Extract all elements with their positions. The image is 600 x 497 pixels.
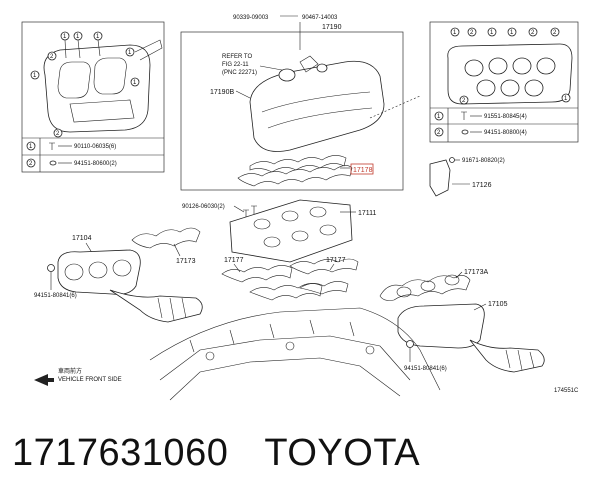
center-inset-frame bbox=[180, 31, 404, 191]
engine-block bbox=[149, 307, 441, 401]
label-17173: 17173 bbox=[176, 258, 196, 265]
label-90126: 90126-06030(2) bbox=[182, 204, 225, 210]
bracket-drawing bbox=[429, 159, 451, 197]
highlight-box-17178 bbox=[350, 163, 374, 175]
center-inset: 90339-09003 90467-14003 17190 REFER TO F… bbox=[180, 15, 421, 191]
svg-text:2: 2 bbox=[50, 54, 54, 60]
gasket-17173A-drawing bbox=[379, 275, 471, 301]
label-91671: 91671-80820(2) bbox=[462, 158, 505, 164]
svg-text:2: 2 bbox=[553, 30, 557, 36]
manifold-17111: 90126-06030(2) 17111 17177 17177 bbox=[182, 199, 377, 301]
svg-text:1: 1 bbox=[76, 34, 80, 40]
left-table-row2-part: 94151-80600(2) bbox=[74, 161, 117, 167]
label-17111: 17111 bbox=[358, 210, 377, 217]
svg-text:2: 2 bbox=[470, 30, 474, 36]
svg-text:1: 1 bbox=[453, 30, 457, 36]
svg-text:1: 1 bbox=[510, 30, 514, 36]
refer-line-2: FIG 22-11 bbox=[222, 62, 249, 68]
label-94151-right: 94151-80841(6) bbox=[404, 366, 447, 372]
exhaust-left-flange bbox=[57, 249, 141, 295]
left-inset: 1 1 1 1 1 2 2 1 1 2 90110-06035(6) 94151… bbox=[21, 21, 165, 173]
plenum-drawing bbox=[249, 60, 385, 152]
label-17190B: 17190B bbox=[210, 89, 234, 96]
right-inset: 1 2 1 1 2 2 2 1 1 2 91551-80845(4) 94151… bbox=[429, 21, 579, 143]
left-table-row1-num: 1 bbox=[29, 144, 33, 150]
refer-line-1: REFER TO bbox=[222, 54, 252, 60]
vehicle-front-indicator: 車両前方 VEHICLE FRONT SIDE bbox=[34, 367, 122, 386]
svg-text:2: 2 bbox=[531, 30, 535, 36]
svg-text:2: 2 bbox=[462, 98, 466, 104]
right-table-row1-num: 1 bbox=[437, 114, 441, 120]
parts-diagram: 1 1 1 1 1 2 2 1 1 2 90110-06035(6) 94151… bbox=[21, 15, 579, 401]
svg-text:1: 1 bbox=[490, 30, 494, 36]
label-17173A: 17173A bbox=[464, 269, 488, 276]
figure-number: 174551C bbox=[554, 388, 579, 394]
label-17178: 17178 bbox=[353, 167, 373, 174]
refer-line-3: (PNC 22271) bbox=[222, 70, 257, 76]
svg-text:1: 1 bbox=[63, 34, 67, 40]
label-17126: 17126 bbox=[472, 182, 492, 189]
exhaust-left-converter bbox=[109, 289, 203, 323]
svg-text:1: 1 bbox=[128, 50, 132, 56]
label-17105: 17105 bbox=[488, 301, 508, 308]
right-inset-frame bbox=[429, 21, 579, 143]
label-94151-left: 94151-80841(6) bbox=[34, 293, 77, 299]
label-17177-left: 17177 bbox=[224, 257, 244, 264]
right-table-row2-part: 94151-80800(4) bbox=[484, 130, 527, 136]
svg-text:2: 2 bbox=[56, 131, 60, 137]
label-90467: 90467-14003 bbox=[302, 15, 338, 21]
label-17177-right: 17177 bbox=[326, 257, 346, 264]
right-table-row1-part: 91551-80845(4) bbox=[484, 114, 527, 120]
svg-text:1: 1 bbox=[564, 96, 568, 102]
label-17104: 17104 bbox=[72, 235, 92, 242]
svg-text:1: 1 bbox=[33, 73, 37, 79]
label-17190: 17190 bbox=[322, 24, 342, 31]
manifold-17111-drawing bbox=[229, 199, 353, 263]
label-90339: 90339-09003 bbox=[233, 15, 269, 21]
vehicle-front-jp: 車両前方 bbox=[58, 367, 82, 375]
engine-block-outline bbox=[149, 307, 441, 391]
brand-name: TOYOTA bbox=[264, 432, 421, 474]
exhaust-right: 17173A 17105 94151-80841(6) bbox=[379, 269, 545, 373]
svg-text:1: 1 bbox=[133, 80, 137, 86]
vehicle-front-en: VEHICLE FRONT SIDE bbox=[58, 377, 122, 383]
bracket-group: 91671-80820(2) 17126 bbox=[429, 157, 505, 197]
left-inset-frame bbox=[21, 21, 165, 173]
part-number: 1717631060 bbox=[12, 432, 229, 474]
exhaust-left: 17104 17173 94151-80841(6) bbox=[34, 227, 203, 323]
vehicle-front-arrow-icon bbox=[34, 374, 54, 386]
svg-text:1: 1 bbox=[96, 34, 100, 40]
left-table-row2-num: 2 bbox=[29, 161, 33, 167]
right-table-row2-num: 2 bbox=[437, 130, 441, 136]
left-table-row1-part: 90110-06035(6) bbox=[74, 144, 116, 150]
caption: 1717631060 TOYOTA bbox=[12, 432, 592, 482]
left-manifold-drawing bbox=[43, 44, 151, 133]
